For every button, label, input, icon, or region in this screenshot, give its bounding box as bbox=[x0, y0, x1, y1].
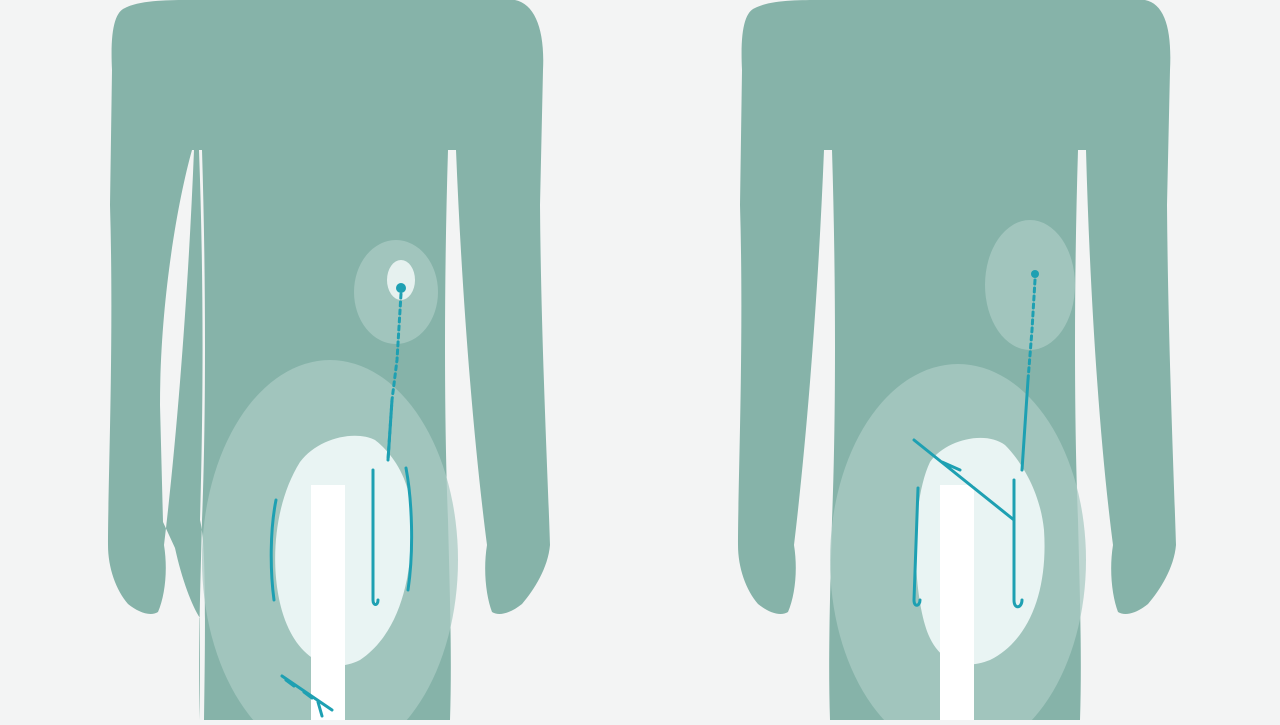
left-center-bar bbox=[311, 485, 345, 720]
right-left-line bbox=[912, 486, 922, 607]
right-figure bbox=[738, 0, 1176, 725]
right-ureter-line bbox=[1026, 278, 1037, 382]
left-outer-curve bbox=[404, 466, 414, 592]
left-kidney-dot bbox=[396, 283, 406, 293]
left-kidney-core bbox=[387, 260, 415, 300]
right-kidney-halo bbox=[985, 220, 1075, 350]
left-ureter-line-solid bbox=[386, 398, 394, 462]
left-diagonal-line bbox=[280, 674, 334, 718]
left-inner-line bbox=[371, 468, 380, 606]
left-side-curve bbox=[269, 498, 278, 602]
right-ureter-line-solid bbox=[1020, 378, 1030, 472]
right-kidney-dot bbox=[1031, 270, 1039, 278]
right-tube-lines bbox=[912, 270, 1039, 609]
right-inner-line bbox=[1012, 478, 1024, 609]
right-center-bar bbox=[940, 485, 974, 720]
left-figure bbox=[108, 0, 550, 725]
left-tube-lines bbox=[269, 283, 414, 718]
right-diagonal-line bbox=[912, 438, 1016, 522]
